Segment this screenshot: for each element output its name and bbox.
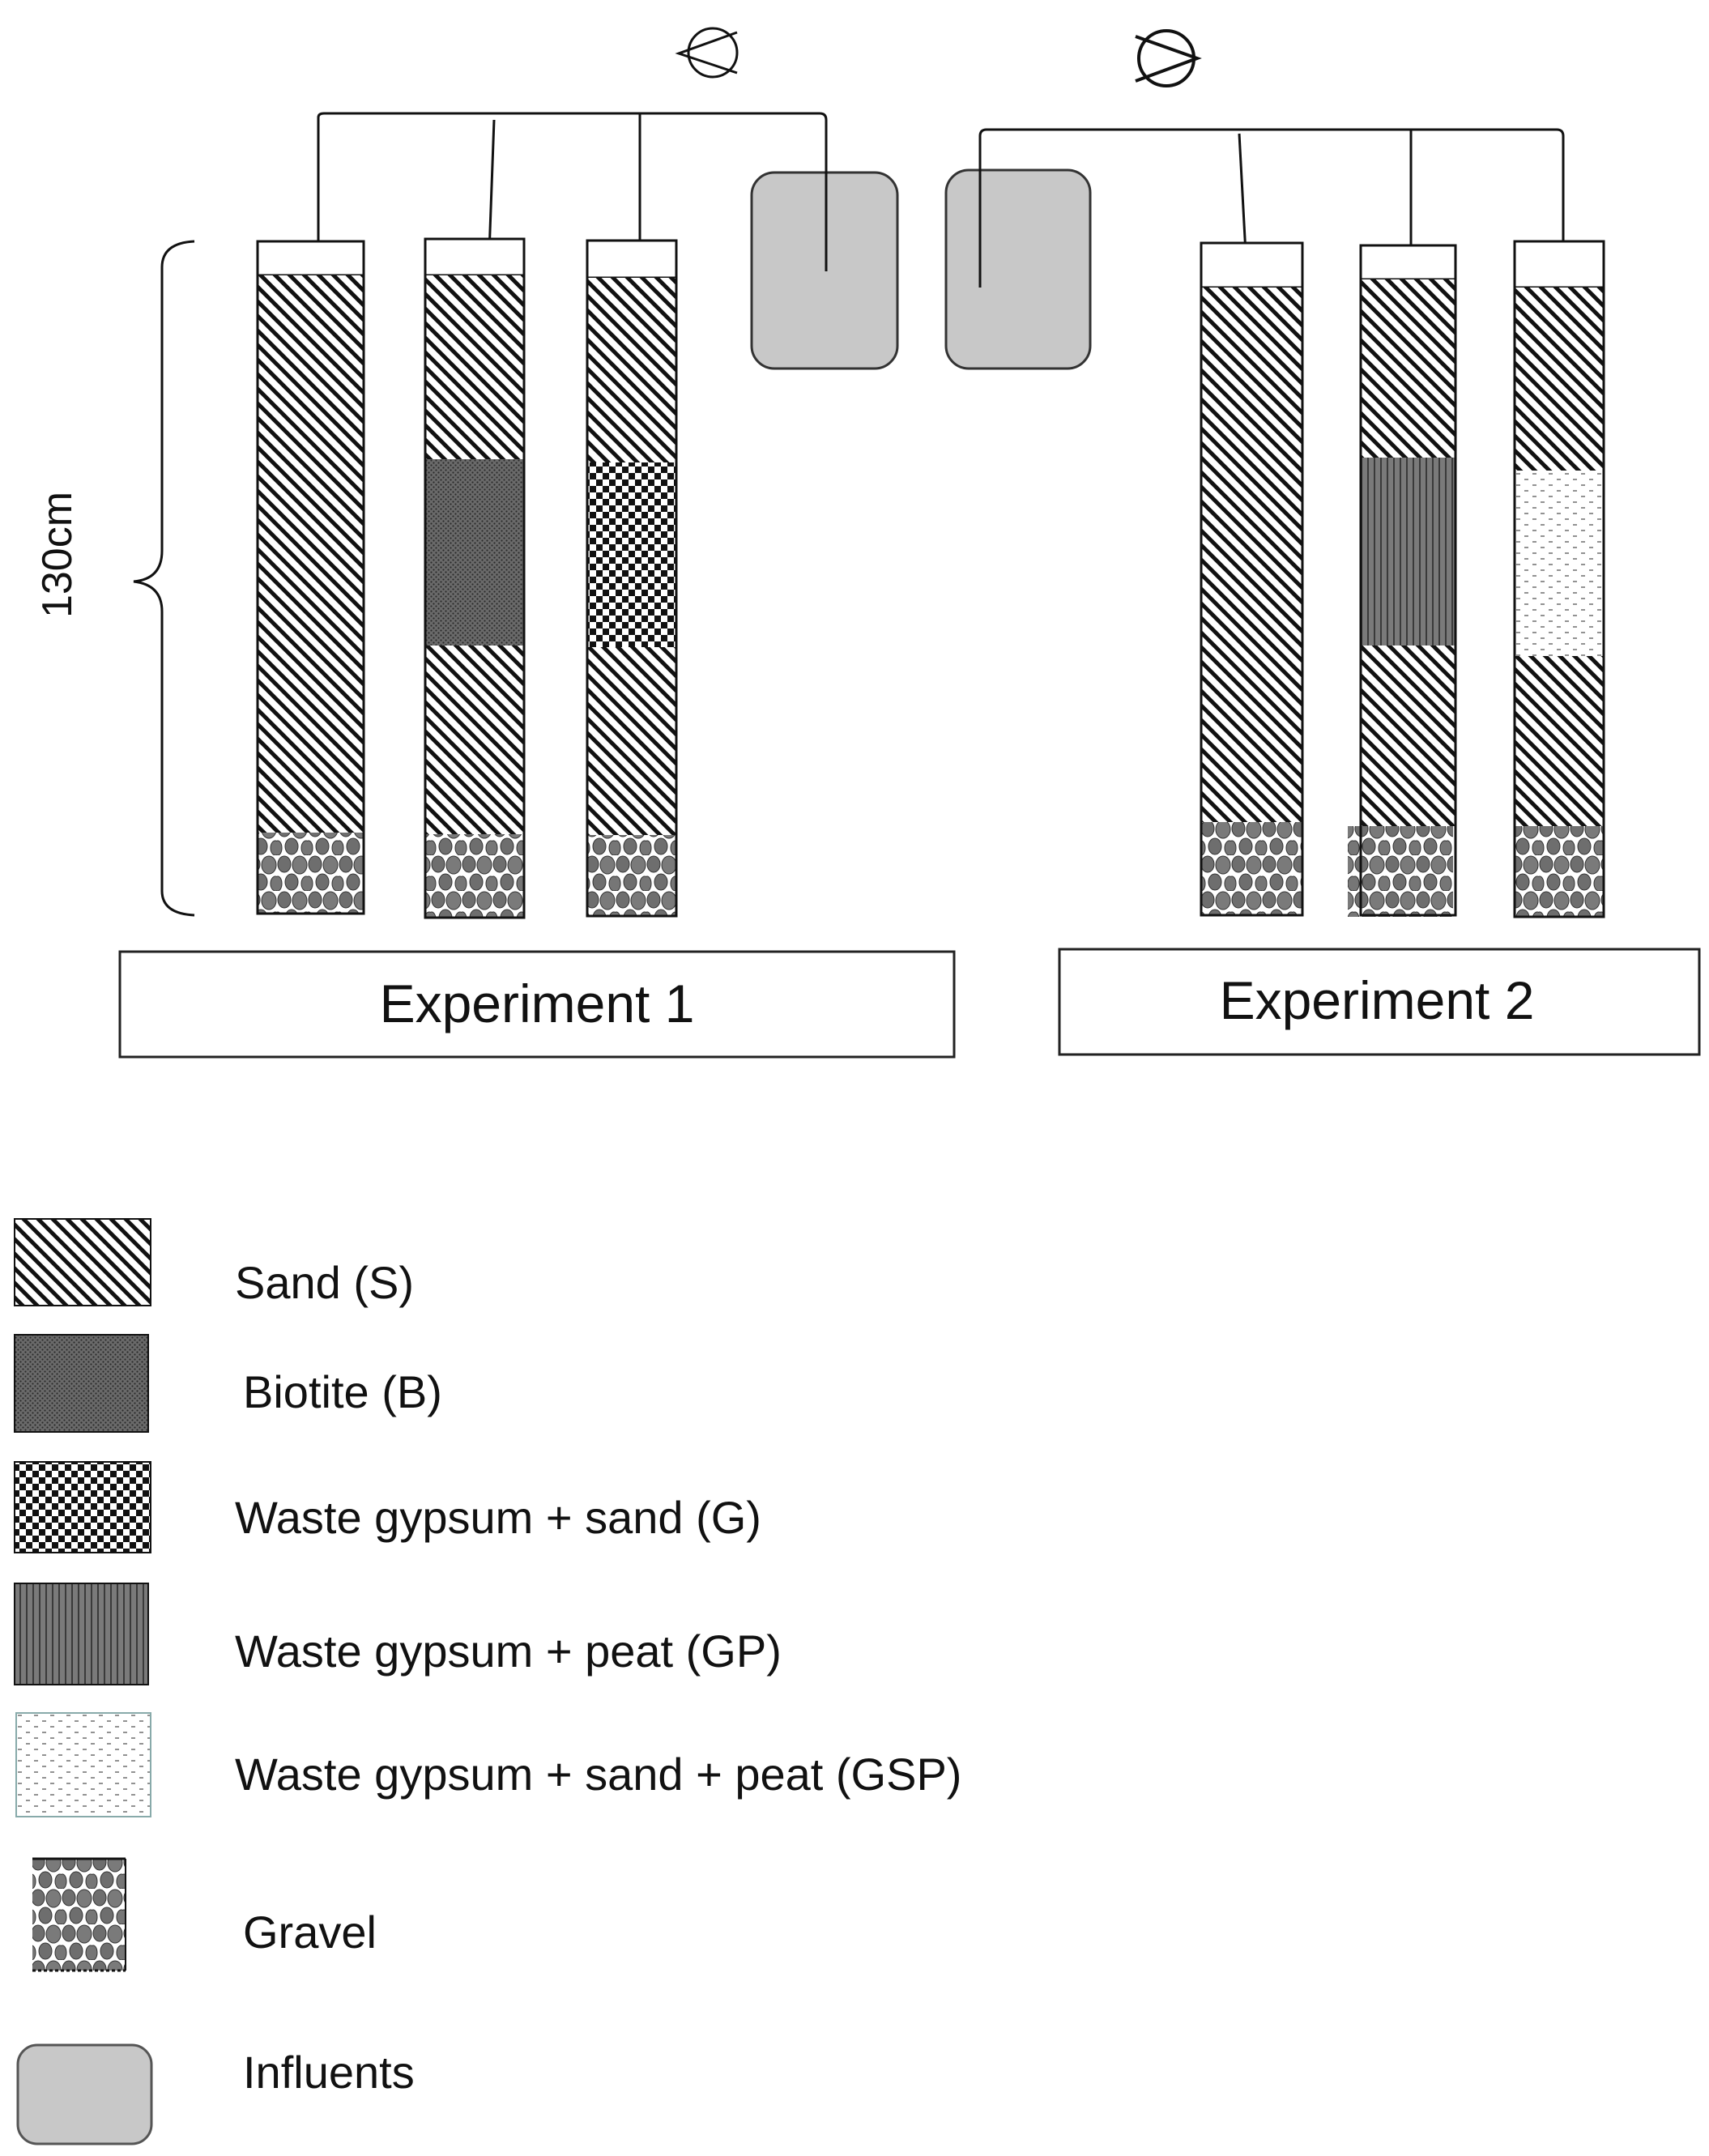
legend-item-gypsum-sand-peat: Waste gypsum + sand + peat (GSP) [15, 1712, 961, 1817]
layer-sand [425, 275, 524, 459]
experiment-1-label: Experiment 1 [380, 974, 695, 1033]
height-brace [133, 240, 195, 917]
height-label: 130cm [34, 492, 81, 618]
layer-gypsum-sand [587, 462, 676, 647]
layer-sand [587, 278, 676, 462]
height-indicator: 130cm [34, 240, 195, 917]
legend-item-biotite: Biotite (B) [14, 1334, 442, 1433]
column-exp1-gypsum-sand [586, 239, 678, 918]
layer-sand [1201, 288, 1302, 822]
legend-item-influents: Influents [16, 2043, 415, 2145]
gypsum-sand-swatch [14, 1461, 151, 1553]
legend-label-gypsum-peat: Waste gypsum + peat (GP) [235, 1626, 782, 1677]
legend-item-gypsum-peat: Waste gypsum + peat (GP) [14, 1583, 782, 1685]
column-exp1-biotite [424, 237, 526, 919]
legend-item-sand: Sand (S) [14, 1218, 414, 1308]
gypsum-peat-swatch [14, 1583, 149, 1685]
layer-gravel [1515, 826, 1604, 917]
column-exp2-gypsum-peat [1348, 244, 1457, 917]
legend-label-gravel: Gravel [243, 1907, 377, 1958]
experiment-2-label: Experiment 2 [1220, 970, 1535, 1030]
layer-gravel [587, 835, 676, 916]
gravel-swatch [32, 1859, 126, 1971]
legend-label-gypsum-sand-peat: Waste gypsum + sand + peat (GSP) [235, 1749, 961, 1800]
pump-right-icon [1135, 29, 1202, 87]
column-exp2-gypsum-sand-peat [1513, 240, 1605, 918]
legend-label-influents: Influents [243, 2047, 415, 2098]
legend-item-gypsum-sand: Waste gypsum + sand (G) [14, 1461, 761, 1553]
layer-biotite [425, 459, 524, 646]
layer-sand [1361, 279, 1455, 458]
pump-left-icon [675, 27, 739, 79]
layer-gravel [425, 834, 524, 918]
layer-gravel [1348, 826, 1453, 917]
layer-sand [587, 647, 676, 835]
layer-gypsum-sand-peat [1515, 471, 1604, 656]
legend-item-gravel: Gravel [32, 1857, 377, 1972]
influent-tank-2 [944, 168, 1092, 370]
experiment-2-label-box: Experiment 2 [1058, 948, 1701, 1056]
layer-sand [1361, 646, 1455, 826]
column-exp1-sand [256, 240, 365, 915]
influent-tank-1 [750, 171, 899, 370]
layer-gypsum-peat [1361, 458, 1455, 646]
biotite-swatch [14, 1334, 149, 1433]
layer-gravel [1201, 822, 1302, 915]
legend-label-biotite: Biotite (B) [243, 1366, 442, 1417]
layer-gravel [258, 833, 364, 914]
legend: Sand (S) Biotite (B) Waste gypsum + sand… [14, 1218, 961, 2145]
layer-sand [258, 275, 364, 833]
gypsum-sand-peat-swatch [15, 1712, 151, 1817]
column-exp2-sand [1200, 241, 1304, 917]
layer-sand [425, 646, 524, 834]
legend-label-sand: Sand (S) [235, 1257, 414, 1308]
influent-swatch [16, 2043, 153, 2145]
tubing-experiment-1 [317, 112, 828, 278]
experiment-1-label-box: Experiment 1 [118, 950, 956, 1059]
layer-sand [1515, 656, 1604, 826]
sand-swatch [14, 1218, 151, 1306]
legend-label-gypsum-sand: Waste gypsum + sand (G) [235, 1492, 761, 1543]
layer-sand [1515, 288, 1604, 471]
